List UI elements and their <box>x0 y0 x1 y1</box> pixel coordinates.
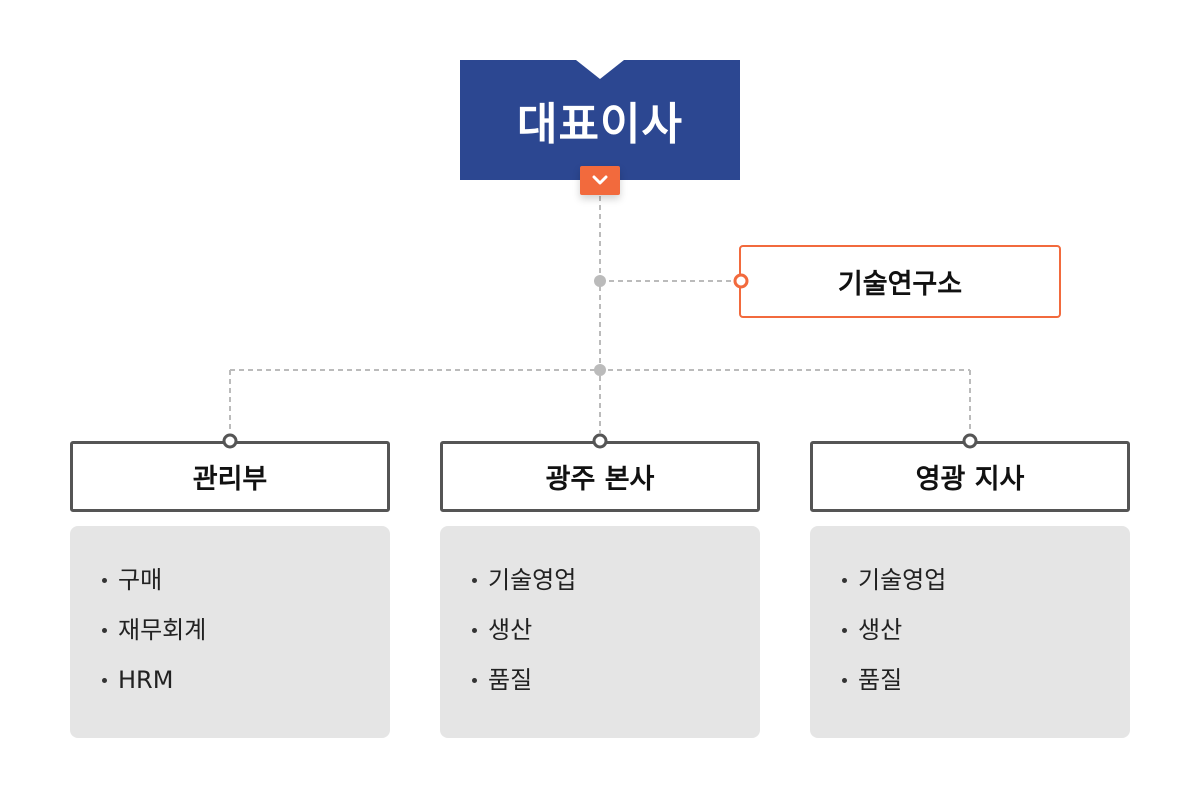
team-item: 생산 <box>472 614 760 664</box>
team-list: 구매 재무회계 HRM <box>70 526 390 714</box>
department-panel: 기술영업 생산 품질 <box>440 526 760 738</box>
dept-connector-dot <box>222 433 238 449</box>
team-item: 구매 <box>102 564 390 614</box>
chevron-down-icon <box>592 175 608 185</box>
department-panel: 구매 재무회계 HRM <box>70 526 390 738</box>
department-node[interactable]: 영광 지사 <box>810 441 1130 512</box>
advisory-label: 기술연구소 <box>837 269 963 300</box>
department-title: 광주 본사 <box>545 464 655 495</box>
dept-connector-dot <box>592 433 608 449</box>
department-title: 영광 지사 <box>915 464 1025 495</box>
expand-toggle-button[interactable] <box>580 166 620 195</box>
department-panel: 기술영업 생산 품질 <box>810 526 1130 738</box>
team-item: 재무회계 <box>102 614 390 664</box>
team-item: 기술영업 <box>472 564 760 614</box>
ceo-node[interactable]: 대표이사 <box>460 60 740 180</box>
lab-connector-dot <box>733 273 749 289</box>
team-item: 기술영업 <box>842 564 1130 614</box>
team-list: 기술영업 생산 품질 <box>810 526 1130 714</box>
team-item: 품질 <box>472 664 760 714</box>
ceo-notch <box>576 60 624 79</box>
team-list: 기술영업 생산 품질 <box>440 526 760 714</box>
team-item: HRM <box>102 664 390 714</box>
junction-dot <box>594 275 606 287</box>
department-title: 관리부 <box>192 464 268 495</box>
team-item: 품질 <box>842 664 1130 714</box>
team-item: 생산 <box>842 614 1130 664</box>
department-node[interactable]: 관리부 <box>70 441 390 512</box>
dept-connector-dot <box>962 433 978 449</box>
ceo-label: 대표이사 <box>517 99 683 150</box>
junction-dot <box>594 364 606 376</box>
